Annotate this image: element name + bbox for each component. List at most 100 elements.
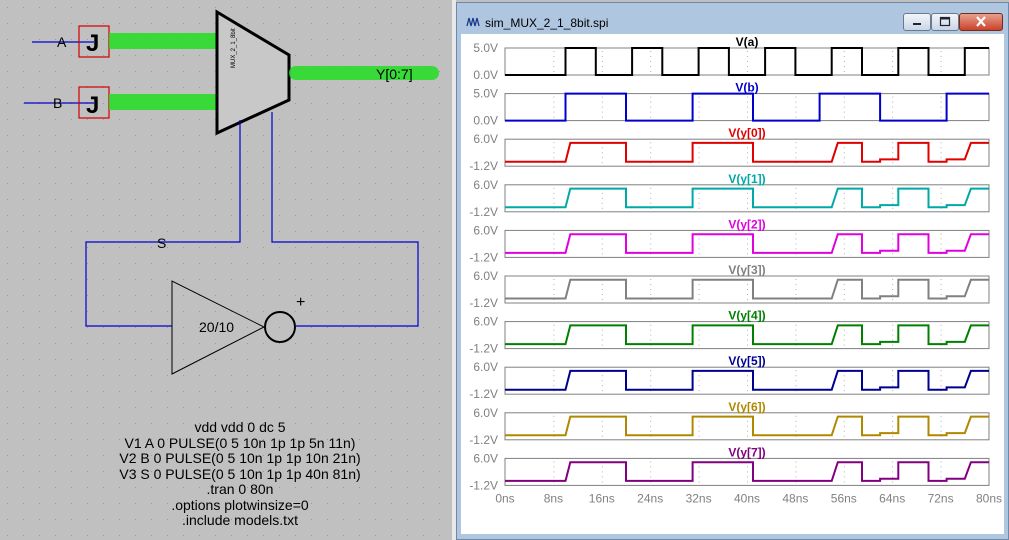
grid-dot bbox=[892, 71, 894, 72]
grid-dot bbox=[553, 66, 555, 67]
grid-dot bbox=[892, 162, 894, 164]
series-label: V(y[3]) bbox=[728, 263, 765, 277]
grid-dot bbox=[553, 471, 555, 473]
pane-divider[interactable] bbox=[452, 0, 456, 540]
grid-dot bbox=[650, 192, 652, 194]
grid-dot bbox=[843, 471, 845, 473]
series-label: V(y[7]) bbox=[728, 445, 765, 459]
grid-dot bbox=[843, 253, 845, 255]
grid-dot bbox=[843, 197, 845, 199]
grid-dot bbox=[892, 248, 894, 250]
grid-dot bbox=[940, 334, 942, 336]
grid-dot bbox=[795, 430, 797, 432]
grid-dot bbox=[553, 157, 555, 159]
plot-pane-frame bbox=[504, 321, 990, 350]
grid-dot bbox=[747, 238, 748, 240]
grid-dot bbox=[892, 111, 894, 113]
grid-dot bbox=[843, 96, 845, 98]
grid-dot bbox=[650, 284, 652, 285]
grid-dot bbox=[892, 299, 894, 300]
grid-dot bbox=[747, 334, 748, 336]
grid-dot bbox=[698, 238, 700, 240]
grid-dot bbox=[892, 370, 894, 372]
grid-dot bbox=[553, 243, 555, 245]
grid-dot bbox=[747, 284, 748, 285]
grid-dot bbox=[940, 197, 942, 199]
port-a-glyph: J bbox=[86, 30, 99, 57]
window-titlebar[interactable]: sim_MUX_2_1_8bit.spi bbox=[457, 3, 1008, 33]
grid-dot bbox=[553, 238, 555, 240]
grid-dot bbox=[892, 61, 894, 62]
grid-dot bbox=[650, 61, 652, 62]
grid-dot bbox=[795, 380, 797, 382]
series-label: V(y[4]) bbox=[728, 309, 765, 323]
grid-dot bbox=[747, 344, 748, 346]
grid-dot bbox=[601, 111, 603, 113]
grid-dot bbox=[698, 162, 700, 164]
grid-dot bbox=[940, 385, 942, 387]
series-line bbox=[505, 92, 989, 122]
maximize-button[interactable] bbox=[931, 13, 959, 31]
grid-dot bbox=[553, 279, 555, 280]
grid-dot bbox=[747, 466, 748, 468]
directive-line: .tran 0 80n bbox=[206, 481, 274, 497]
grid-dot bbox=[601, 207, 603, 209]
grid-dot bbox=[795, 197, 797, 199]
grid-dot bbox=[747, 253, 748, 255]
grid-dot bbox=[553, 334, 555, 336]
waveform-plots[interactable]: 5.0V0.0VV(a)5.0V0.0VV(b)6.0V-1.2VV(y[0])… bbox=[461, 34, 1004, 534]
grid-dot bbox=[795, 96, 797, 98]
grid-dot bbox=[940, 96, 942, 98]
schematic-canvas[interactable]: J J A B Y[0:7] MUX_2_1_8bit S 20/10 + vd… bbox=[0, 0, 452, 540]
grid-dot bbox=[892, 481, 894, 483]
grid-dot bbox=[650, 197, 652, 199]
grid-dot bbox=[940, 187, 942, 189]
y-tick-label: -1.2V bbox=[469, 342, 498, 356]
close-button[interactable] bbox=[959, 13, 1003, 31]
x-tick-label: 0ns bbox=[495, 491, 514, 505]
grid-dot bbox=[843, 111, 845, 113]
grid-dot bbox=[650, 289, 652, 290]
grid-dot bbox=[940, 476, 942, 478]
grid-dot bbox=[795, 476, 797, 478]
series-line bbox=[505, 278, 989, 300]
minimize-button[interactable] bbox=[903, 13, 931, 31]
grid-dot bbox=[650, 476, 652, 478]
grid-dot bbox=[940, 71, 942, 72]
grid-dot bbox=[940, 243, 942, 245]
grid-dot bbox=[747, 111, 748, 113]
directive-line: .include models.txt bbox=[182, 512, 298, 528]
grid-dot bbox=[553, 430, 555, 432]
grid-dot bbox=[650, 370, 652, 372]
grid-dot bbox=[650, 142, 652, 144]
grid-dot bbox=[601, 253, 603, 255]
grid-dot bbox=[843, 435, 845, 437]
grid-dot bbox=[553, 202, 555, 204]
schematic-drawing: J J bbox=[0, 0, 452, 540]
grid-dot bbox=[601, 380, 603, 382]
grid-dot bbox=[698, 248, 700, 250]
grid-dot bbox=[747, 106, 748, 108]
grid-dot bbox=[940, 415, 942, 417]
grid-dot bbox=[601, 116, 603, 118]
x-tick-label: 64ns bbox=[879, 491, 905, 505]
grid-dot bbox=[795, 415, 797, 417]
grid-dot bbox=[795, 187, 797, 189]
grid-dot bbox=[843, 375, 845, 377]
grid-dot bbox=[940, 370, 942, 372]
spice-directives[interactable]: vdd vdd 0 dc 5 V1 A 0 PULSE(0 5 10n 1p 1… bbox=[60, 419, 420, 529]
grid-dot bbox=[747, 435, 748, 437]
grid-dot bbox=[892, 375, 894, 377]
grid-dot bbox=[747, 425, 748, 427]
grid-dot bbox=[650, 51, 652, 52]
grid-dot bbox=[650, 147, 652, 149]
grid-dot bbox=[940, 294, 942, 295]
grid-dot bbox=[650, 466, 652, 468]
grid-dot bbox=[698, 375, 700, 377]
grid-dot bbox=[795, 157, 797, 159]
grid-dot bbox=[892, 415, 894, 417]
x-tick-label: 80ns bbox=[976, 491, 1002, 505]
grid-dot bbox=[795, 202, 797, 204]
grid-dot bbox=[843, 61, 845, 62]
